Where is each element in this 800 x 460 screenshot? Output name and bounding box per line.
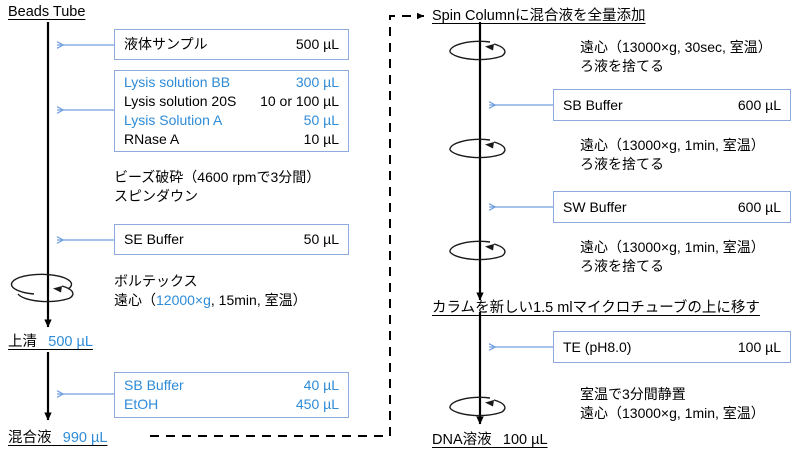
beads-tube-header: Beads Tube xyxy=(8,4,86,20)
reagent-value: 600 µL xyxy=(737,198,781,215)
reagent-box-sb-buffer-wash[interactable]: SB Buffer 600 µL xyxy=(553,89,791,121)
spin-column-header: Spin Columnに混合液を全量添加 xyxy=(432,8,646,24)
note-line: スピンダウン xyxy=(114,188,198,204)
incubate-note: 室温で3分間静置 遠心（13000×g, 1min, 室温） xyxy=(580,385,765,423)
reagent-label: SB Buffer xyxy=(563,96,623,113)
bead-beating-note: ビーズ破砕（4600 rpmで3分間） スピンダウン xyxy=(114,168,320,206)
vortex-icon-right-1 xyxy=(449,40,506,61)
reagent-value: 10 µL xyxy=(303,131,339,147)
reagent-label: Lysis solution 20S xyxy=(124,93,237,109)
note-line: 遠心（13000×g, 1min, 室温） xyxy=(580,239,765,255)
reagent-row: SW Buffer 600 µL xyxy=(554,198,790,217)
note-line: 遠心（13000×g, 30sec, 室温） xyxy=(580,39,772,55)
result-amount: 100 µL xyxy=(502,432,548,448)
result-label: 上清 xyxy=(8,334,37,350)
reagent-label: RNase A xyxy=(124,131,180,147)
reagent-row: SE Buffer 50 µL xyxy=(115,230,348,249)
note-line: ビーズ破砕（4600 rpmで3分間） xyxy=(114,169,321,185)
note-line: 室温で3分間静置 xyxy=(580,386,686,402)
result-mixture: 混合液 990 µL xyxy=(8,426,107,447)
note-line: ろ液を捨てる xyxy=(580,156,664,172)
reagent-box-lysis-mix[interactable]: Lysis solution BB 300 µL Lysis solution … xyxy=(114,70,349,152)
centrifuge-note-3: 遠心（13000×g, 1min, 室温） ろ液を捨てる xyxy=(580,238,765,276)
reagent-value: 10 or 100 µL xyxy=(260,93,339,109)
reagent-box-te-elution[interactable]: TE (pH8.0) 100 µL xyxy=(553,331,791,363)
vortex-icon-right-4 xyxy=(449,396,506,417)
reagent-box-se-buffer[interactable]: SE Buffer 50 µL xyxy=(114,224,349,255)
reagent-value: 500 µL xyxy=(295,36,339,52)
vortex-spin-note: ボルテックス 遠心（12000×g, 15min, 室温） xyxy=(114,272,307,310)
note-prefix: 遠心（ xyxy=(114,292,156,308)
reagent-row: Lysis solution BB 300 µL xyxy=(115,73,348,92)
vortex-icon-left xyxy=(10,273,74,303)
reagent-row: TE (pH8.0) 100 µL xyxy=(554,338,790,357)
reagent-label: Lysis solution BB xyxy=(124,74,231,90)
reagent-row: SB Buffer 600 µL xyxy=(554,96,790,115)
note-suffix: , 15min, 室温） xyxy=(210,292,307,308)
reagent-label: SW Buffer xyxy=(563,198,627,215)
vortex-icon-right-2 xyxy=(449,138,506,159)
reagent-label: EtOH xyxy=(124,396,159,412)
reagent-value: 50 µL xyxy=(303,112,339,128)
reagent-box-liquid-sample[interactable]: 液体サンプル 500 µL xyxy=(114,29,349,60)
note-line: 遠心（13000×g, 1min, 室温） xyxy=(580,137,765,153)
result-label: 混合液 xyxy=(8,430,52,446)
note-line: ボルテックス xyxy=(114,273,198,289)
note-line: ろ液を捨てる xyxy=(580,258,664,274)
reagent-value: 100 µL xyxy=(737,338,781,355)
reagent-row: EtOH 450 µL xyxy=(115,395,348,414)
note-highlight: 12000×g xyxy=(156,292,211,308)
reagent-label: TE (pH8.0) xyxy=(563,338,632,355)
reagent-row: 液体サンプル 500 µL xyxy=(115,35,348,54)
note-line: ろ液を捨てる xyxy=(580,58,664,74)
reagent-label: SE Buffer xyxy=(124,231,184,247)
vortex-icon-right-3 xyxy=(449,240,506,261)
transfer-column-header: カラムを新しい1.5 mlマイクロチューブの上に移す xyxy=(432,300,760,316)
result-amount: 990 µL xyxy=(62,430,108,446)
reagent-row: RNase A 10 µL xyxy=(115,130,348,149)
result-label: DNA溶液 xyxy=(432,432,492,448)
reagent-row: SB Buffer 40 µL xyxy=(115,376,348,395)
centrifuge-note-2: 遠心（13000×g, 1min, 室温） ろ液を捨てる xyxy=(580,136,765,174)
reagent-value: 450 µL xyxy=(295,396,339,412)
reagent-row: Lysis solution 20S 10 or 100 µL xyxy=(115,92,348,111)
result-amount: 500 µL xyxy=(48,334,93,350)
reagent-value: 600 µL xyxy=(737,96,781,113)
note-line: 遠心（13000×g, 1min, 室温） xyxy=(580,405,765,421)
reagent-value: 300 µL xyxy=(295,74,339,90)
reagent-label: Lysis Solution A xyxy=(124,112,223,128)
result-dna-solution: DNA溶液 100 µL xyxy=(432,428,548,449)
reagent-label: SB Buffer xyxy=(124,377,184,393)
reagent-label: 液体サンプル xyxy=(124,36,208,52)
result-supernatant: 上清 500 µL xyxy=(8,330,93,351)
reagent-box-sw-buffer-wash[interactable]: SW Buffer 600 µL xyxy=(553,191,791,223)
reagent-row: Lysis Solution A 50 µL xyxy=(115,111,348,130)
reagent-value: 50 µL xyxy=(303,231,339,247)
note-line: 遠心（12000×g, 15min, 室温） xyxy=(114,291,307,310)
centrifuge-note-1: 遠心（13000×g, 30sec, 室温） ろ液を捨てる xyxy=(580,38,772,76)
reagent-value: 40 µL xyxy=(303,377,339,393)
reagent-box-sb-buffer-etoh[interactable]: SB Buffer 40 µL EtOH 450 µL xyxy=(114,372,349,418)
